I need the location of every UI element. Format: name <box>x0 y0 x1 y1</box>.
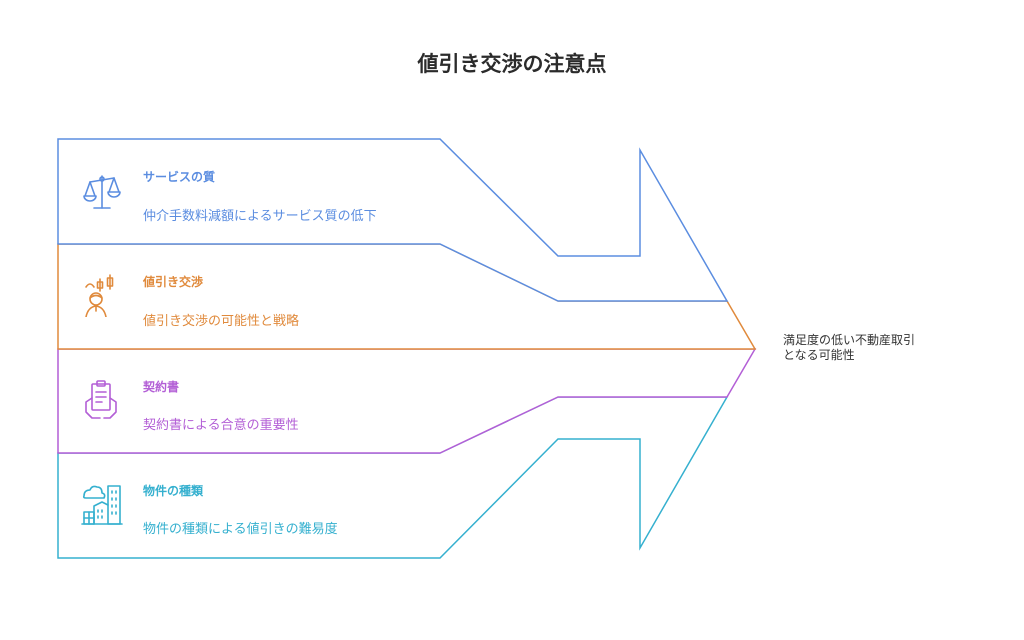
outcome-line-2: となる可能性 <box>783 348 855 362</box>
item-desc-negotiation: 値引き交渉の可能性と戦略 <box>143 314 300 329</box>
diagram-title: 値引き交渉の注意点 <box>417 52 607 76</box>
item-desc-contract: 契約書による合意の重要性 <box>143 418 299 433</box>
outcome-label: 満足度の低い不動産取引 となる可能性 <box>783 333 953 363</box>
negotiator-chart-icon <box>80 273 124 318</box>
contract-document-icon <box>80 378 124 422</box>
item-title-service-quality: サービスの質 <box>143 170 216 184</box>
item-desc-property-type: 物件の種類による値引きの難易度 <box>143 522 338 537</box>
item-title-property-type: 物件の種類 <box>143 484 204 498</box>
scales-icon <box>80 170 124 214</box>
outcome-line-1: 満足度の低い不動産取引 <box>783 333 916 347</box>
buildings-icon <box>80 482 124 526</box>
band-service-quality <box>57 138 729 302</box>
item-desc-service-quality: 仲介手数料減額によるサービス質の低下 <box>143 209 377 224</box>
item-title-contract: 契約書 <box>143 380 180 394</box>
item-title-negotiation: 値引き交渉 <box>143 275 204 289</box>
